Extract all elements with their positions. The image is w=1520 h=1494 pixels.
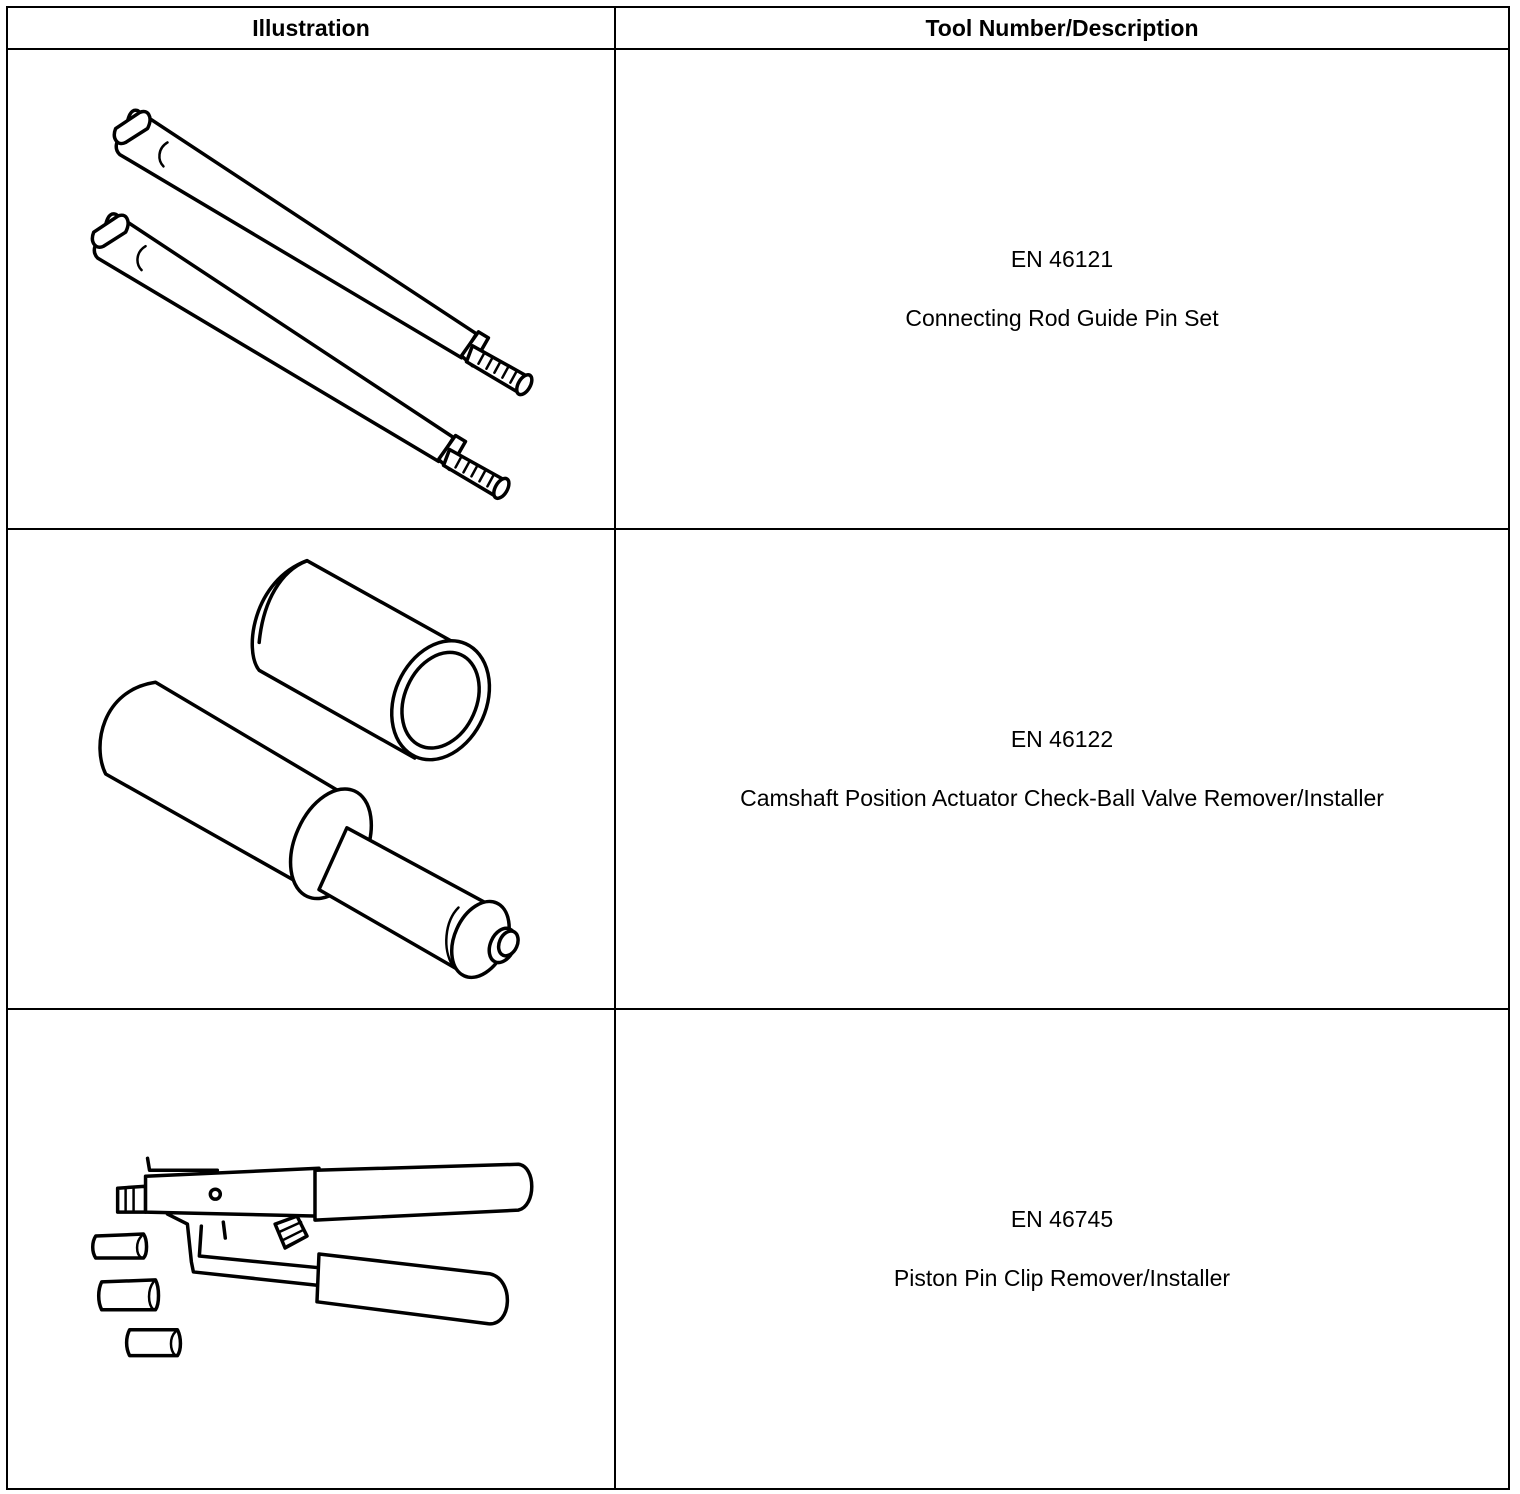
tool-description: Piston Pin Clip Remover/Installer <box>893 1265 1231 1291</box>
tool-number: EN 46122 <box>1010 726 1114 752</box>
illustration-cell <box>6 48 616 530</box>
table-row: EN 46122 Camshaft Position Actuator Chec… <box>6 528 1510 1010</box>
tool-number: EN 46121 <box>1010 246 1114 272</box>
piston-pin-clip-tool-illustration <box>90 1156 534 1358</box>
illustration-cell <box>6 1008 616 1490</box>
header-tool-number-description: Tool Number/Description <box>614 6 1510 50</box>
tool-number: EN 46745 <box>1010 1206 1114 1232</box>
header-row: Illustration Tool Number/Description <box>6 6 1510 50</box>
header-illustration: Illustration <box>6 6 616 50</box>
tool-cell: EN 46122 Camshaft Position Actuator Chec… <box>614 528 1510 1010</box>
tool-description: Camshaft Position Actuator Check-Ball Va… <box>740 785 1384 811</box>
illustration-cell <box>6 528 616 1010</box>
tool-cell: EN 46745 Piston Pin Clip Remover/Install… <box>614 1008 1510 1490</box>
special-tools-table: Illustration Tool Number/Description <box>6 6 1510 1490</box>
guide-pin-set-illustration <box>90 108 534 501</box>
tool-description: Connecting Rod Guide Pin Set <box>905 305 1219 331</box>
check-ball-valve-tool-illustration <box>98 558 520 980</box>
tool-cell: EN 46121 Connecting Rod Guide Pin Set <box>614 48 1510 530</box>
table-row: EN 46745 Piston Pin Clip Remover/Install… <box>6 1008 1510 1490</box>
table-row: EN 46121 Connecting Rod Guide Pin Set <box>6 48 1510 530</box>
